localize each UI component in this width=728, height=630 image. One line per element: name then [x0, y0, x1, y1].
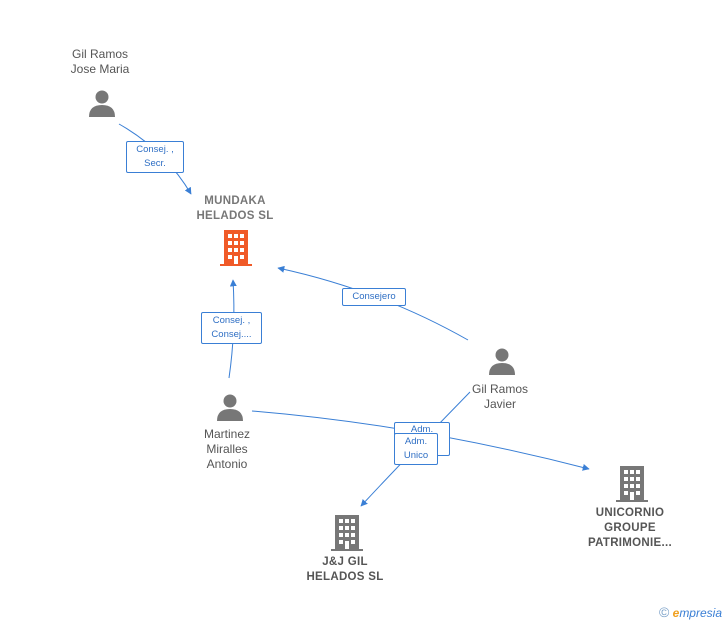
building-icon[interactable]	[331, 515, 363, 551]
edge-label-consej-secr[interactable]: Consej. , Secr.	[126, 141, 184, 173]
copyright-icon: ©	[658, 604, 670, 620]
building-icon[interactable]	[616, 466, 648, 502]
person-icon[interactable]	[87, 88, 117, 118]
node-label-jj-gil-helados: J&J GIL HELADOS SL	[306, 556, 384, 583]
brand-initial: e	[672, 606, 680, 620]
person-icon[interactable]	[215, 392, 245, 422]
node-label-martinez-miralles-antonio: Martinez Miralles Antonio	[203, 427, 250, 471]
node-label-mundaka-helados: MUNDAKA HELADOS SL	[196, 195, 274, 222]
empresia-logo[interactable]: © empresia	[659, 604, 722, 620]
edge-label-consejero[interactable]: Consejero	[342, 288, 406, 306]
edge-label-consej-consej[interactable]: Consej. , Consej....	[201, 312, 262, 344]
brand-name: mpresia	[679, 606, 722, 620]
edge-label-adm-unico[interactable]: Adm. Unico	[394, 433, 438, 465]
node-label-gil-ramos-javier: Gil Ramos Javier	[471, 382, 528, 411]
building-icon[interactable]	[220, 230, 252, 266]
person-icon[interactable]	[487, 346, 517, 376]
node-label-gil-ramos-jose-maria: Gil Ramos Jose Maria	[70, 47, 130, 76]
node-label-unicornio: UNICORNIO GROUPE PATRIMONIE...	[588, 507, 672, 549]
